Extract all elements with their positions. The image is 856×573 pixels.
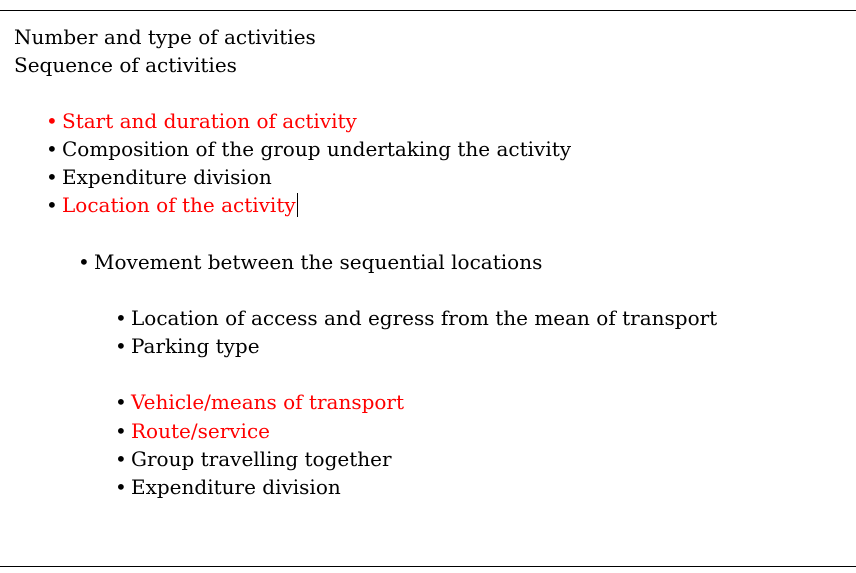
list-item-label: Parking type — [131, 334, 260, 358]
list-item-label: Movement between the sequential location… — [94, 250, 543, 274]
bullet-icon: • — [115, 390, 127, 414]
bottom-rule — [0, 566, 856, 567]
list-item: •Parking type — [115, 333, 260, 359]
list-item-label: Vehicle/means of transport — [131, 390, 405, 414]
bullet-icon: • — [46, 137, 58, 161]
list-item-label: Location of access and egress from the m… — [131, 306, 718, 330]
list-item: •Expenditure division — [115, 474, 341, 500]
text-cursor — [296, 193, 299, 217]
list-item[interactable]: •Location of the activity — [46, 192, 299, 218]
heading-line-1: Number and type of activities — [14, 25, 316, 49]
list-item: •Group travelling together — [115, 446, 392, 472]
list-item-label: Group travelling together — [131, 447, 392, 471]
list-item-label: Route/service — [131, 419, 270, 443]
bullet-icon: • — [115, 419, 127, 443]
bullet-icon: • — [46, 109, 58, 133]
bullet-icon: • — [46, 193, 58, 217]
list-item-label: Expenditure division — [62, 165, 272, 189]
bullet-icon: • — [115, 334, 127, 358]
bullet-icon: • — [115, 475, 127, 499]
list-item: •Expenditure division — [46, 164, 272, 190]
top-rule — [0, 10, 856, 11]
list-item: •Vehicle/means of transport — [115, 389, 404, 415]
bullet-icon: • — [78, 250, 90, 274]
bullet-icon: • — [115, 306, 127, 330]
list-item-label: Expenditure division — [131, 475, 341, 499]
bullet-icon: • — [115, 447, 127, 471]
list-item-label: Composition of the group undertaking the… — [62, 137, 572, 161]
list-item: •Composition of the group undertaking th… — [46, 136, 571, 162]
list-item: •Start and duration of activity — [46, 108, 357, 134]
list-item: •Route/service — [115, 418, 270, 444]
bullet-icon: • — [46, 165, 58, 189]
list-item-label: Start and duration of activity — [62, 109, 357, 133]
list-item: •Location of access and egress from the … — [115, 305, 717, 331]
heading-line-2: Sequence of activities — [14, 53, 237, 77]
list-item: •Movement between the sequential locatio… — [78, 249, 542, 275]
list-item-label: Location of the activity — [62, 193, 296, 217]
